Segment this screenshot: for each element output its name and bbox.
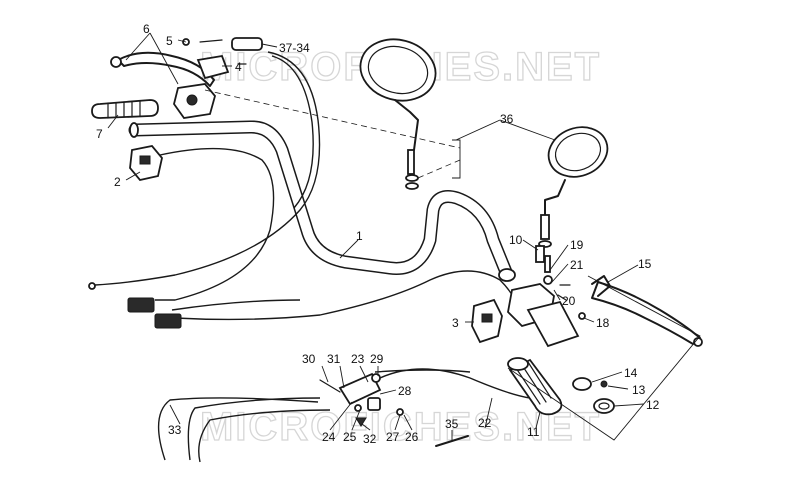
left-lever bbox=[110, 51, 215, 87]
callout-12: 12 bbox=[646, 398, 660, 412]
callout-36: 36 bbox=[500, 112, 514, 126]
cables bbox=[94, 51, 531, 463]
left-switch-housing bbox=[173, 37, 263, 119]
right-lever bbox=[591, 275, 703, 347]
callout-33: 33 bbox=[168, 423, 182, 437]
callout-29: 29 bbox=[370, 352, 384, 366]
callout-18: 18 bbox=[596, 316, 610, 330]
callout-24: 24 bbox=[322, 430, 336, 444]
callout-7: 7 bbox=[96, 127, 103, 141]
callout-22: 22 bbox=[478, 416, 492, 430]
callout-15: 15 bbox=[638, 257, 652, 271]
right-switch-housing bbox=[507, 245, 586, 348]
callout-28: 28 bbox=[398, 384, 412, 398]
callout-30: 30 bbox=[302, 352, 316, 366]
grip-end-parts bbox=[572, 377, 615, 414]
right-mirror bbox=[538, 126, 609, 248]
callout-2: 2 bbox=[114, 175, 121, 189]
handlebar bbox=[128, 120, 516, 282]
callout-14: 14 bbox=[624, 366, 638, 380]
connectors bbox=[88, 282, 182, 329]
callout-31: 31 bbox=[327, 352, 341, 366]
right-switch-block bbox=[471, 298, 503, 344]
callout-10: 10 bbox=[509, 233, 523, 247]
callout-6: 6 bbox=[143, 22, 150, 36]
cable-tie bbox=[435, 435, 469, 447]
callout-1: 1 bbox=[356, 229, 363, 243]
callout-19: 19 bbox=[570, 238, 584, 252]
callout-4: 4 bbox=[235, 60, 242, 74]
callout-11: 11 bbox=[527, 425, 540, 439]
callout-5: 5 bbox=[166, 34, 173, 48]
callout-35: 35 bbox=[445, 417, 459, 431]
left-grip bbox=[91, 99, 159, 119]
callout-21: 21 bbox=[570, 258, 584, 272]
callout-25: 25 bbox=[343, 430, 357, 444]
callout-20: 20 bbox=[562, 294, 576, 308]
callout-labels: 6 5 37-34 4 7 2 36 1 10 19 15 21 20 18 3… bbox=[96, 22, 660, 446]
callout-26: 26 bbox=[405, 430, 419, 444]
callout-13: 13 bbox=[632, 383, 646, 397]
callout-3: 3 bbox=[452, 316, 459, 330]
callout-37-34: 37-34 bbox=[279, 41, 310, 55]
left-switch-block bbox=[129, 145, 163, 181]
throttle-assembly bbox=[319, 372, 404, 427]
left-mirror bbox=[359, 38, 437, 190]
callout-32: 32 bbox=[363, 432, 377, 446]
leader-lines bbox=[107, 32, 645, 440]
callout-23: 23 bbox=[351, 352, 365, 366]
callout-27: 27 bbox=[386, 430, 400, 444]
